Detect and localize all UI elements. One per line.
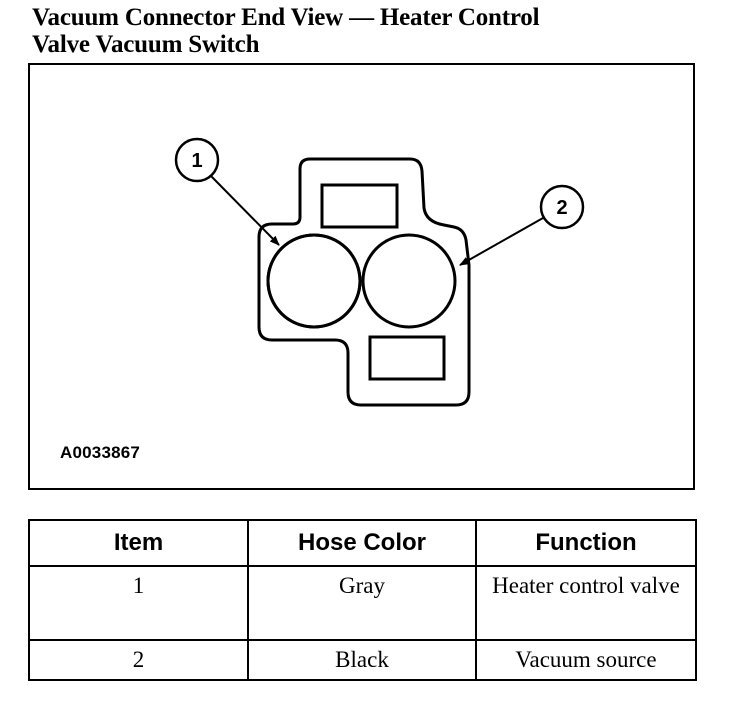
legend-header-row: Item Hose Color Function xyxy=(28,519,697,567)
upper-key-slot xyxy=(320,183,399,229)
cell-item: 2 xyxy=(28,639,249,681)
diagram-title: Vacuum Connector End View — Heater Contr… xyxy=(32,4,540,58)
title-line-2: Valve Vacuum Switch xyxy=(32,31,260,58)
header-item: Item xyxy=(28,519,249,567)
title-line-1: Vacuum Connector End View — Heater Contr… xyxy=(32,4,540,31)
header-function: Function xyxy=(475,519,697,567)
header-hose-color: Hose Color xyxy=(247,519,477,567)
cell-hose-color: Gray xyxy=(247,565,477,641)
lower-key-slot xyxy=(368,335,446,381)
table-row: 2 Black Vacuum source xyxy=(28,639,697,681)
connector-body-outline xyxy=(257,157,471,407)
cell-item: 1 xyxy=(28,565,249,641)
connector-drawing: 1 2 xyxy=(174,137,585,407)
figure-id-label: A0033867 xyxy=(60,443,141,462)
callout-1-number: 1 xyxy=(191,150,202,172)
cell-function: Heater control valve xyxy=(475,565,697,641)
cell-function: Vacuum source xyxy=(475,639,697,681)
cell-hose-color: Black xyxy=(247,639,477,681)
callout-2-leader xyxy=(459,217,544,266)
connector-figure: 1 2 A0033867 xyxy=(28,63,695,490)
callout-2-bubble xyxy=(539,184,585,230)
port-1-edge xyxy=(266,233,362,329)
callout-2-number: 2 xyxy=(556,197,567,219)
legend-table: Item Hose Color Function 1 Gray Heater c… xyxy=(28,519,697,681)
table-row: 1 Gray Heater control valve xyxy=(28,565,697,641)
callout-1-leader xyxy=(210,175,280,246)
port-2 xyxy=(361,233,457,329)
callout-1-bubble xyxy=(174,137,220,183)
